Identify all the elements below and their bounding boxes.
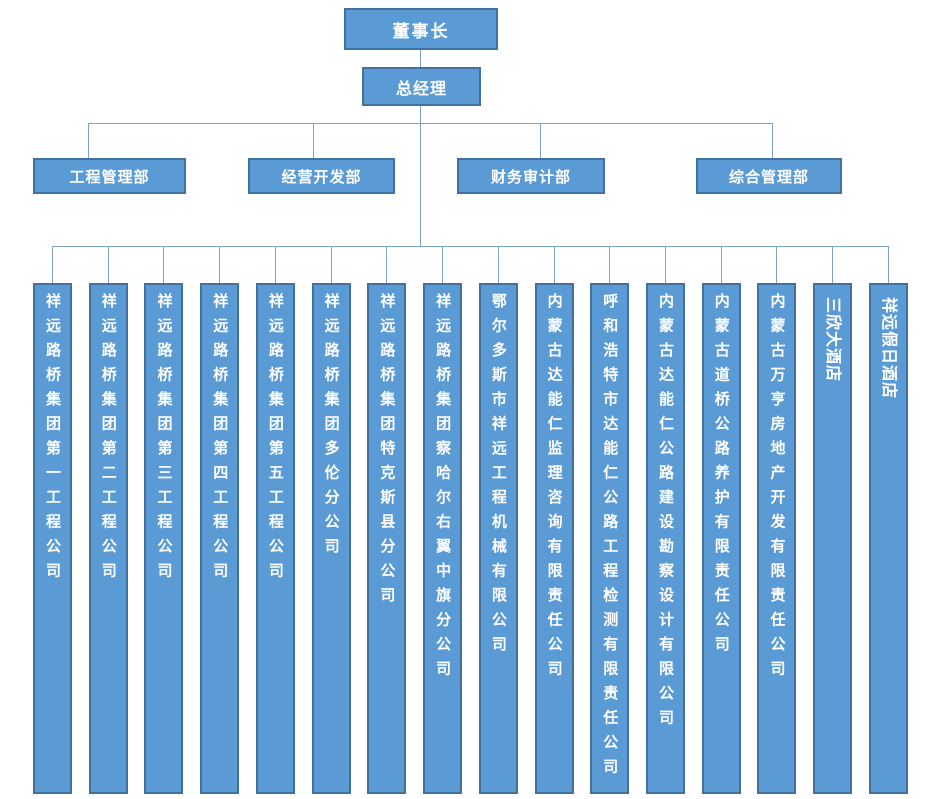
subsidiary-label: 祥远假日酒店 [879,297,897,400]
connector-chairman-gm [420,50,421,67]
subsidiary-label: 呼和浩特市达能仁公路工程检测有限责任公司 [601,293,619,783]
connector-dept-drop [313,123,314,158]
connector-dept-rail [88,123,772,124]
connector-sub-drop [832,246,834,283]
connector-sub-drop [776,246,778,283]
general-manager-box: 总经理 [362,67,481,106]
subsidiary-label: 祥远路桥集团第五工程公司 [266,293,284,587]
connector-sub-drop [219,246,221,283]
department-box-general-mgmt: 综合管理部 [696,158,842,194]
subsidiary-label: 鄂尔多斯市祥远工程机械有限公司 [489,293,507,661]
connector-sub-drop [887,246,889,283]
subsidiary-box: 祥远路桥集团第三工程公司 [144,283,184,794]
subsidiary-box: 祥远路桥集团第四工程公司 [200,283,240,794]
subsidiary-box: 祥远假日酒店 [868,283,908,794]
connector-sub-drop [665,246,667,283]
subsidiary-box: 内蒙古达能仁公路建设勘察设计有限公司 [646,283,686,794]
subsidiary-box: 祥远路桥集团察哈尔右翼中旗分公司 [423,283,463,794]
connector-sub-drop [442,246,444,283]
connector-dept-drop [540,123,541,158]
department-box-finance-audit: 财务审计部 [457,158,605,194]
connector-sub-drop [553,246,555,283]
chairman-label: 董事长 [392,21,450,41]
subsidiary-box: 三欣大酒店 [813,283,853,794]
connector-sub-drop [330,246,332,283]
subsidiary-box: 呼和浩特市达能仁公路工程检测有限责任公司 [590,283,630,794]
subsidiary-box: 内蒙古道桥公路养护有限责任公司 [701,283,741,794]
connector-sub-drop [274,246,276,283]
subsidiary-label: 三欣大酒店 [824,297,842,383]
department-box-engineering: 工程管理部 [33,158,186,194]
connector-sub-drop [720,246,722,283]
general-manager-label: 总经理 [395,80,447,98]
subsidiary-box: 祥远路桥集团第一工程公司 [33,283,72,794]
connector-sub-drop [386,246,388,283]
connector-sub-drop [609,246,611,283]
subsidiary-box: 祥远路桥集团多伦分公司 [311,283,351,794]
connector-sub-drop [163,246,165,283]
subsidiary-label: 内蒙古万亨房地产开发有限责任公司 [768,293,786,685]
subsidiary-box: 内蒙古万亨房地产开发有限责任公司 [757,283,797,794]
department-label: 工程管理部 [69,168,150,186]
subsidiary-label: 祥远路桥集团第四工程公司 [211,293,229,587]
subsidiary-label: 内蒙古道桥公路养护有限责任公司 [712,293,730,661]
department-box-business-dev: 经营开发部 [248,158,395,194]
subsidiary-label: 祥远路桥集团第二工程公司 [99,293,117,587]
subsidiary-label: 祥远路桥集团第一工程公司 [44,293,61,587]
connector-gm-trunk [420,106,421,246]
subsidiary-label: 祥远路桥集团第三工程公司 [155,293,173,587]
subsidiary-box: 祥远路桥集团第二工程公司 [88,283,128,794]
subsidiary-label: 祥远路桥集团察哈尔右翼中旗分公司 [434,293,452,685]
connector-dept-drop [88,123,89,158]
department-label: 经营开发部 [281,168,362,186]
subsidiary-label: 祥远路桥集团特克斯县分公司 [378,293,396,612]
subsidiary-label: 内蒙古达能仁公路建设勘察设计有限公司 [657,293,675,734]
connector-sub-drop [107,246,109,283]
connector-dept-drop [772,123,773,158]
subsidiary-box: 祥远路桥集团特克斯县分公司 [367,283,407,794]
chairman-box: 董事长 [344,8,498,50]
department-label: 综合管理部 [728,168,809,186]
subsidiary-box: 鄂尔多斯市祥远工程机械有限公司 [478,283,518,794]
subsidiary-box: 祥远路桥集团第五工程公司 [255,283,295,794]
connector-sub-drop [497,246,499,283]
department-label: 财务审计部 [490,168,571,186]
subsidiary-label: 内蒙古达能仁监理咨询有限责任公司 [545,293,563,685]
connector-sub-drop [52,246,53,283]
subsidiary-box: 内蒙古达能仁监理咨询有限责任公司 [534,283,574,794]
subsidiary-label: 祥远路桥集团多伦分公司 [322,293,340,563]
connector-sub-rail [52,246,889,247]
